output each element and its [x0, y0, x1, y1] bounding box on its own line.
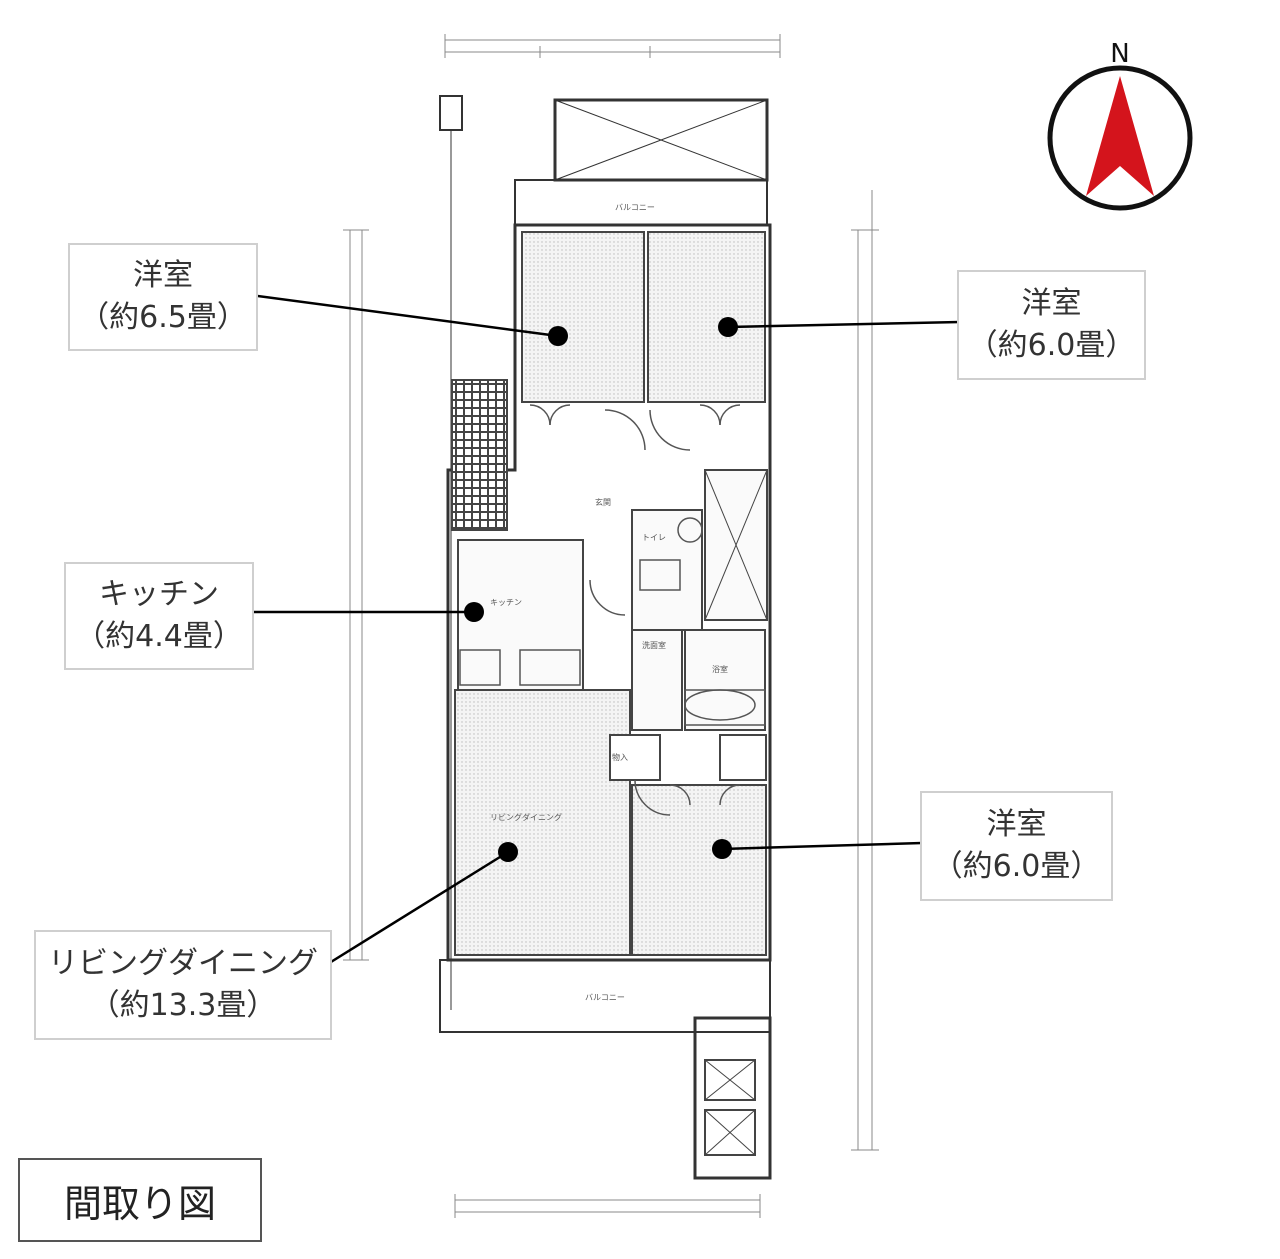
callout-western-room-3: 洋室 （約6.0畳）	[920, 791, 1113, 901]
callout-living-dining: リビングダイニング （約13.3畳）	[34, 930, 332, 1040]
room-name: キッチン	[99, 577, 219, 612]
room-name: リビングダイニング	[48, 946, 318, 981]
room-size: （約4.4畳）	[75, 619, 243, 654]
plan-label-wash: 洗面室	[642, 640, 666, 650]
callout-kitchen: キッチン （約4.4畳）	[64, 562, 254, 670]
door-swings	[529, 404, 741, 816]
room-size: （約6.0畳）	[932, 849, 1101, 884]
plan-label-entrance: 玄関	[595, 497, 611, 507]
leader-lines	[242, 292, 961, 977]
room-size: （約6.5畳）	[79, 300, 247, 335]
plan-label-ldk: リビングダイニング	[490, 812, 562, 822]
room-marker-dots	[464, 317, 738, 862]
room-name: 洋室	[133, 258, 193, 293]
plan-label-bath: 浴室	[712, 664, 728, 674]
compass: N	[1038, 36, 1202, 220]
building-walls	[439, 95, 772, 1180]
room-name: 洋室	[1021, 286, 1082, 321]
plan-label-kitchen: キッチン	[490, 598, 522, 607]
room-size: （約6.0畳）	[967, 328, 1136, 363]
callout-western-room-1: 洋室 （約6.5畳）	[68, 243, 258, 351]
plan-label-storage: 物入	[612, 752, 628, 762]
plan-label-toilet: トイレ	[642, 533, 666, 542]
dimension-lines	[343, 34, 879, 1218]
north-arrow-icon: N	[1047, 39, 1193, 211]
plan-label-balcony-top: バルコニー	[615, 203, 655, 212]
plan-label-balcony-bottom: バルコニー	[585, 993, 625, 1002]
room-fills	[451, 231, 768, 1156]
fixtures	[459, 517, 766, 726]
room-size: （約13.3畳）	[89, 988, 277, 1023]
callout-western-room-2: 洋室 （約6.0畳）	[957, 270, 1146, 380]
compass-north-label: N	[1110, 39, 1129, 69]
room-name: 洋室	[986, 807, 1047, 842]
diagram-title: 間取り図	[18, 1158, 262, 1242]
